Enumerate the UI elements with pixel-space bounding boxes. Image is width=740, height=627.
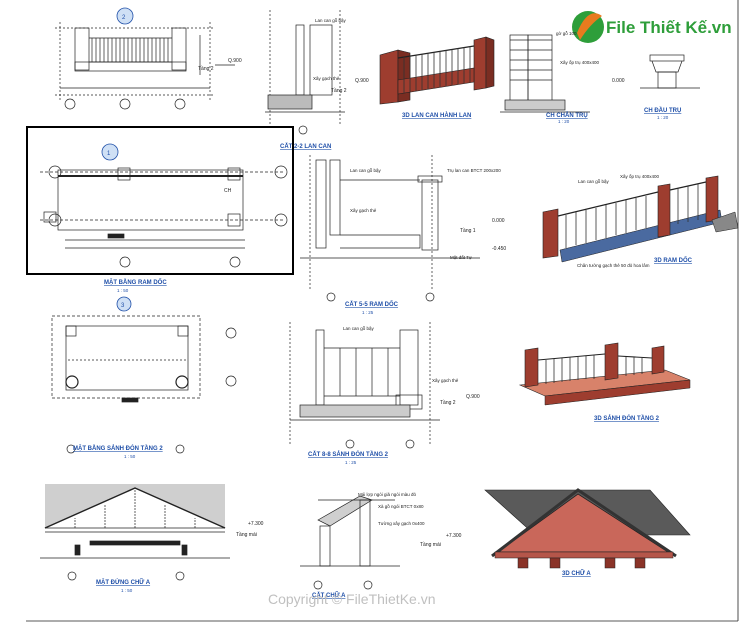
ramp-section-marker: 1 (101, 143, 119, 161)
railing-elevation (55, 22, 235, 110)
level-cut-tag: Tầng mái (420, 542, 441, 548)
bubble-label-porch: 3 (121, 303, 125, 309)
level-label: Q.900 (228, 58, 242, 64)
scale-sanh: 1 : 50 (124, 454, 136, 459)
scale-dautru: 1 : 20 (657, 115, 669, 120)
gable-section (300, 495, 400, 590)
level-gable-tag: Tầng mái (236, 532, 257, 538)
selection-frame[interactable] (26, 126, 294, 275)
level-gable: +7.300 (248, 521, 264, 527)
level-ram-tag: Tầng 1 (460, 228, 476, 234)
title-matbang-sanh: MẶT BẰNG SẢNH ĐÓN TẦNG 2 (73, 444, 163, 452)
label-lancan: Lan can gỗ bậy (315, 17, 347, 23)
logo[interactable]: File Thiết Kế.vn (572, 11, 732, 43)
label-xaytru-3d: Xây ốp trụ 400x400 (620, 174, 660, 179)
gable-3d (484, 488, 691, 569)
title-dautru: CH ĐẦU TRỤ (644, 107, 681, 114)
title-cat-chu-a: CẮT CHỮ A (312, 591, 346, 599)
scale-chantru: 1 : 20 (558, 119, 570, 124)
title-sanh-3d: 3D SẢNH ĐÓN TẦNG 2 (594, 414, 660, 422)
title-cat55: CẮT 5-5 RAM DỐC (345, 300, 399, 308)
level-dautru: 0.000 (612, 78, 625, 84)
watermark: Copyright © FileThietKe.vn (268, 591, 436, 607)
title-chu-a-3d: 3D CHỮ A (562, 570, 591, 577)
title-chantru: CH CHÂN TRỤ (546, 112, 588, 119)
ramp-section (300, 155, 480, 302)
label-lancan-2: Lan can gỗ bậy (350, 167, 382, 173)
column-base-detail (500, 34, 590, 113)
label-tru: Trụ lan can BTCT 200x200 (447, 168, 501, 173)
level-tag-2: Tầng 2 (331, 88, 347, 94)
label-maingoi: Mái lợp ngói giả ngói màu đỏ (358, 491, 416, 497)
title-cat22: CẮT 2-2 LAN CAN (280, 142, 331, 150)
title-matdung: MẶT ĐỨNG CHỮ A (96, 579, 151, 586)
level-label-2: Q.900 (355, 78, 369, 84)
ramp-plan (40, 165, 288, 268)
gable-elevation (40, 484, 230, 581)
label-xago: Xà gồ ngói BTCT 0x80 (378, 504, 424, 509)
label-xaygach: Xây gạch thẻ (313, 76, 340, 81)
level-ram-1: 0.000 (492, 218, 505, 224)
level-sanh: Q.900 (466, 394, 480, 400)
label-xaygach-3: Xây gạch thẻ (432, 378, 459, 383)
label-lancan-3: Lan can gỗ bậy (343, 325, 375, 331)
level-sanh-tag: Tầng 2 (440, 400, 456, 406)
scale-matdung: 1 : 50 (121, 588, 133, 593)
level-cut: +7.300 (446, 533, 462, 539)
label-tuongxay: Tường xây gạch 0x400 (378, 521, 425, 526)
railing-section (265, 10, 345, 135)
ch-label: CH (224, 188, 232, 194)
section-marker-top: 2 (116, 7, 134, 25)
porch-plan (51, 315, 237, 454)
title-cat88: CẮT 8-8 SẢNH ĐÓN TẦNG 2 (308, 450, 389, 458)
label-gio: gờ gỗ 100 (556, 30, 577, 36)
level-tag: Tầng 2 (198, 66, 214, 72)
label-xaygach-2: Xây gạch thẻ (350, 208, 377, 213)
porch-3d (518, 342, 691, 406)
railing-3d (379, 36, 495, 105)
porch-section (289, 322, 440, 449)
porch-section-marker: 3 (116, 296, 132, 312)
label-matdat: Mặt đất Tự (450, 255, 472, 260)
scale-cat88: 1 : 25 (345, 460, 357, 465)
bubble-label-ramp: 1 (107, 151, 111, 157)
logo-text: File Thiết Kế.vn (606, 18, 732, 37)
level-ram-2: -0.450 (492, 246, 506, 252)
scale-ram: 1 : 50 (117, 288, 129, 293)
column-head-detail (640, 54, 700, 89)
bubble-label: 2 (122, 15, 126, 21)
title-matbang-ram: MẶT BẰNG RAM DỐC (104, 278, 167, 286)
logo-flame-icon (577, 13, 602, 40)
ramp-3d (542, 175, 739, 263)
title-lancan-3d: 3D LAN CAN HÀNH LAN (402, 112, 471, 119)
label-lancan-3d: Lan can gỗ bậy (578, 178, 610, 184)
scale-cat55: 1 : 25 (362, 310, 374, 315)
label-xaytru: Xây ốp trụ 400x400 (560, 60, 600, 65)
title-ramdoc-3d: 3D RAM DỐC (654, 257, 693, 264)
label-chantuong: Chân tường gạch thẻ 50 đỏ hoa lâm (577, 262, 650, 268)
